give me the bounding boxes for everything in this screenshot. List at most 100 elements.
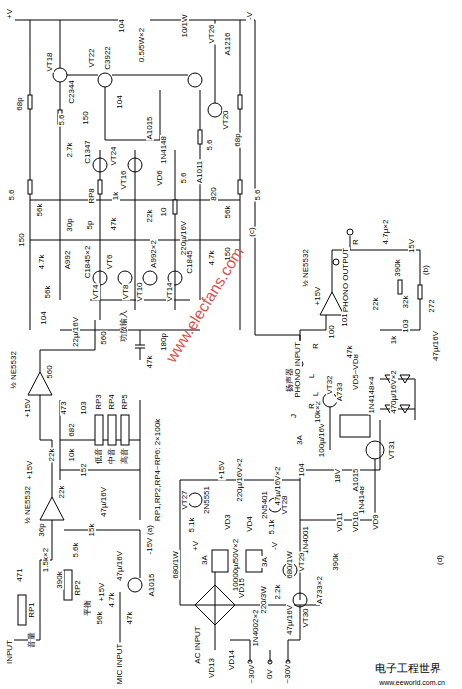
schematic-label: VT31: [388, 439, 396, 460]
wire: [60, 400, 140, 520]
schematic-label: VT18: [46, 51, 54, 72]
schematic-label: 152: [80, 462, 88, 477]
schematic-label: VT26: [208, 23, 216, 44]
watermark: 电子工程世界: [374, 663, 442, 674]
schematic-label: MIC INPUT: [116, 643, 124, 686]
schematic-label: C1845: [186, 249, 194, 275]
schematic-label: 22k: [146, 209, 154, 224]
wire: [30, 240, 240, 241]
resistor-symbol: [18, 595, 26, 625]
schematic-label: C1845×2: [84, 245, 92, 280]
resistor-symbol: [398, 280, 402, 294]
resistor-symbol: [340, 415, 370, 437]
wire: [200, 90, 201, 300]
schematic-label: (c): [248, 226, 256, 237]
schematic-label: 104: [298, 462, 306, 477]
schematic-label: 18V: [334, 468, 342, 484]
schematic-label: 1k: [390, 335, 398, 345]
transistor-symbol: [128, 158, 142, 172]
schematic-label: VT27: [181, 489, 189, 510]
schematic-label: -15V: [146, 537, 154, 556]
schematic-label: 4.7k: [38, 253, 46, 270]
schematic-label: 220/3W: [260, 585, 268, 615]
schematic-label: VD14: [228, 649, 236, 671]
schematic-label: +15V: [98, 582, 106, 603]
schematic-label: VD11: [336, 511, 344, 532]
schematic-label: RP5: [121, 393, 129, 411]
schematic-label: 150: [82, 110, 90, 125]
resistor-symbol: [198, 130, 202, 144]
schematic-label: 5.6: [206, 138, 214, 151]
schematic-label: RP8: [88, 187, 96, 205]
transistor-symbol: [347, 229, 353, 235]
schematic-label: 56k: [96, 611, 104, 626]
schematic-label: 470µ/16V×2: [390, 369, 398, 415]
schematic-label: (d): [436, 554, 444, 566]
wire: [10, 520, 52, 640]
schematic-label: A992×2: [150, 239, 158, 269]
schematic-label: 10/1W: [181, 13, 189, 38]
schematic-label: 功放输入: [120, 309, 128, 343]
schematic-label: 390k: [332, 552, 340, 571]
schematic-label: 30p: [66, 217, 74, 232]
schematic-label: 0.5/5W×2: [138, 27, 146, 63]
wire: [240, 20, 241, 330]
resistor-symbol: [64, 570, 72, 600]
schematic-label: VT30: [302, 607, 310, 628]
schematic-label: 5.6: [8, 188, 16, 201]
resistor-symbol: [28, 95, 32, 109]
schematic-label: VT32: [326, 374, 334, 395]
resistor-symbol: [173, 200, 177, 214]
schematic-label: 150: [18, 232, 26, 247]
schematic-label: 2N5401: [261, 490, 269, 520]
schematic-label: VD15: [238, 577, 246, 599]
schematic-label: VT4: [92, 284, 100, 301]
schematic-label: 5.6k: [72, 541, 80, 558]
resistor-symbol: [121, 415, 129, 445]
transistor-symbol: [98, 73, 112, 87]
schematic-label: 220µ/16V×2: [236, 457, 244, 503]
schematic-label: 2.7k: [66, 141, 74, 158]
schematic-label: 680/1W: [286, 550, 294, 580]
wire: [30, 20, 31, 330]
schematic-label: 1N4002×2: [252, 608, 260, 647]
schematic-label: L: [312, 391, 320, 397]
schematic-label: R: [308, 402, 316, 410]
schematic-label: 5.6: [180, 171, 188, 184]
schematic-label: C2344: [68, 79, 76, 105]
schematic-label: 22k: [48, 448, 56, 463]
resistor-symbol: [212, 550, 228, 572]
schematic-label: VT24: [110, 145, 118, 166]
schematic-label: 47k: [146, 355, 154, 370]
schematic-label: 22µ/16V: [72, 316, 80, 348]
schematic-label: 4.7k: [108, 591, 116, 608]
schematic-label: 104: [116, 94, 124, 109]
schematic-label: 平衡: [84, 599, 92, 617]
schematic-label: 3A: [261, 556, 269, 568]
schematic-label: VT8: [122, 284, 130, 301]
schematic-label: 47µ/16V: [432, 330, 440, 362]
schematic-label: 3A: [296, 434, 304, 446]
schematic-label: 32k: [402, 295, 410, 310]
schematic-label: VD13: [208, 657, 216, 679]
schematic-label: VD9: [372, 513, 380, 531]
schematic-label: C3922: [104, 45, 112, 71]
schematic-label: (b): [422, 264, 430, 276]
schematic-label: 682: [68, 422, 76, 437]
wire: [135, 330, 145, 360]
schematic-label: RP1,RP2,RP4~RP6: 2×100k: [154, 418, 162, 522]
wire: [150, 20, 300, 370]
schematic-label: 101: [341, 312, 349, 327]
schematic-label: 15V: [408, 238, 416, 254]
schematic-label: 3A: [201, 554, 209, 566]
schematic-label: 22k: [372, 297, 380, 312]
schematic-label: INPUT: [6, 639, 14, 665]
transistor-symbol: [128, 578, 142, 592]
schematic-label: 56k: [36, 203, 44, 218]
schematic-label: 1N4148×4: [368, 375, 376, 414]
schematic-label: -V: [246, 11, 254, 21]
schematic-label: VT29: [298, 551, 306, 572]
schematic-label: 4.7µ×2: [382, 219, 390, 246]
schematic-label: 100: [328, 324, 336, 339]
schematic-label: A733: [336, 382, 344, 403]
